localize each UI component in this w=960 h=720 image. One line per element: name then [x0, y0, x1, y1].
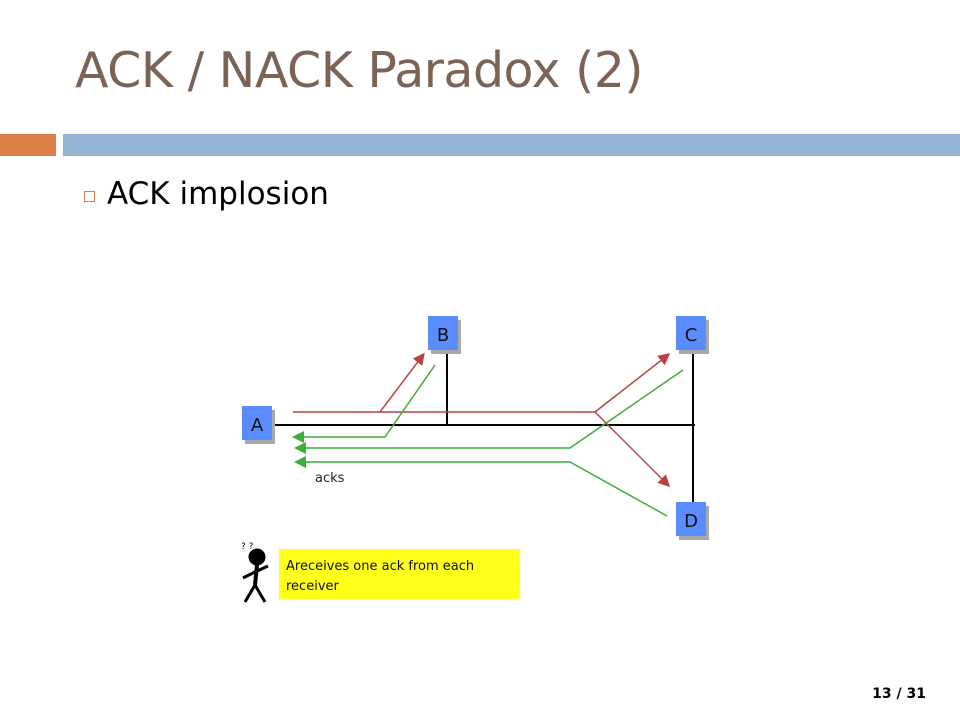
node-c: C [676, 316, 709, 354]
ack-arrow-from-c [294, 369, 684, 454]
confused-person-icon: ? ? [241, 542, 269, 603]
ack-arrow-from-d [294, 456, 668, 517]
svg-text:C: C [685, 325, 698, 346]
data-arrow-to-c [594, 353, 671, 413]
acks-label: acks [315, 471, 345, 486]
bullet-item: ACK implosion [84, 176, 329, 212]
node-a: A [242, 406, 275, 444]
ack-arrow-from-b [292, 364, 436, 443]
ack-implosion-diagram: A B C D acks ? ? Areceives one ack from … [241, 316, 709, 603]
square-bullet-icon [84, 190, 95, 202]
node-b: B [428, 316, 461, 354]
svg-text:D: D [684, 511, 698, 532]
slide-title: ACK / NACK Paradox (2) [75, 42, 644, 99]
data-arrow-to-b [379, 352, 425, 413]
svg-text:A: A [251, 415, 264, 436]
data-arrow-to-d [594, 411, 671, 488]
bullet-text: ACK implosion [107, 176, 329, 212]
title-accent-bar-orange [0, 134, 56, 156]
node-d: D [676, 502, 709, 540]
svg-text:B: B [437, 325, 449, 346]
page-number: 13 / 31 [872, 686, 926, 702]
title-accent-bar-blue [63, 134, 960, 156]
svg-text:? ?: ? ? [241, 542, 254, 552]
note-box [279, 549, 520, 599]
note-text: Areceives one ack from each receiver [286, 559, 478, 594]
